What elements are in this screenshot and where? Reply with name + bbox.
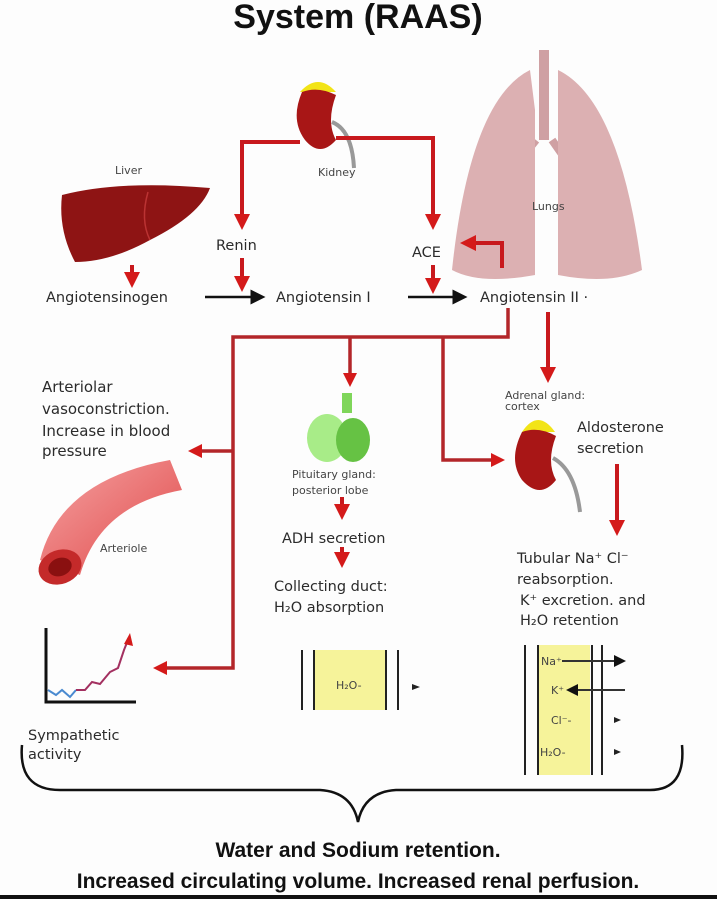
sympathetic-graph-icon <box>44 628 136 704</box>
svg-text:Increase in blood: Increase in blood <box>42 422 170 440</box>
to-adrenal-arrow <box>441 337 505 467</box>
conclusion-line-2: Increased circulating volume. Increased … <box>77 870 640 893</box>
to-sympathetic-arrow <box>153 308 510 675</box>
svg-text:secretion: secretion <box>577 441 644 457</box>
svg-text:Tubular Na⁺ Cl⁻: Tubular Na⁺ Cl⁻ <box>516 551 629 567</box>
svg-text:activity: activity <box>28 747 82 763</box>
svg-text:Arteriolar: Arteriolar <box>42 378 113 396</box>
svg-text:Pituitary gland:: Pituitary gland: <box>292 468 376 481</box>
collecting-duct-label: Collecting duct: H₂O absorption <box>274 579 388 616</box>
angiotensinogen-label: Angiotensinogen <box>46 290 168 306</box>
page-title: System (RAAS) <box>233 0 482 36</box>
ace-label: ACE <box>412 245 441 261</box>
adrenal-label: Adrenal gland: cortex <box>505 389 585 413</box>
svg-text:H₂O absorption: H₂O absorption <box>274 600 384 616</box>
svg-text:Sympathetic: Sympathetic <box>28 728 120 744</box>
aldosterone-label: Aldosterone secretion <box>577 420 664 457</box>
liver-icon <box>61 185 210 262</box>
tubule-h2o-label: H₂O- <box>540 746 566 759</box>
angiotensin-1-label: Angiotensin I <box>276 290 371 306</box>
tubule-box: Na⁺ K⁺ Cl⁻- H₂O- <box>524 645 626 775</box>
liver-label: Liver <box>115 164 142 177</box>
svg-text:reabsorption.: reabsorption. <box>517 572 614 588</box>
tubule-na-label: Na⁺ <box>541 655 562 668</box>
tubule-k-label: K⁺ <box>551 684 564 697</box>
pituitary-label: Pituitary gland: posterior lobe <box>292 468 376 497</box>
bottom-border <box>0 895 717 899</box>
lungs-to-ace-arrow <box>460 235 504 268</box>
duct-h2o-label: H₂O- <box>336 679 362 692</box>
arteriolar-text: Arteriolar vasoconstriction. Increase in… <box>42 378 170 460</box>
renin-label: Renin <box>216 238 257 254</box>
conclusion-line-1: Water and Sodium retention. <box>215 839 500 862</box>
arteriole-label: Arteriole <box>100 542 147 555</box>
pituitary-gland-icon <box>307 393 370 462</box>
kidney-icon <box>296 82 356 169</box>
lungs-label: Lungs <box>532 200 565 213</box>
sympathetic-label: Sympathetic activity <box>28 728 120 763</box>
lungs-icon <box>452 50 642 279</box>
adrenal-kidney-icon <box>515 420 582 513</box>
svg-text:K⁺ excretion. and: K⁺ excretion. and <box>520 593 646 609</box>
kidney-to-ace-arrow <box>336 136 441 230</box>
adh-secretion-label: ADH secretion <box>282 531 385 547</box>
svg-text:H₂O retention: H₂O retention <box>520 613 619 629</box>
svg-text:Aldosterone: Aldosterone <box>577 420 664 436</box>
collecting-duct-box: H₂O- <box>301 650 420 710</box>
svg-text:cortex: cortex <box>505 400 540 413</box>
kidney-to-renin-arrow <box>234 140 300 230</box>
tubule-cl-label: Cl⁻- <box>551 714 572 727</box>
svg-text:posterior lobe: posterior lobe <box>292 484 369 497</box>
svg-text:Collecting duct:: Collecting duct: <box>274 579 388 595</box>
arteriole-icon <box>38 460 182 585</box>
kidney-label: Kidney <box>318 166 356 179</box>
tubular-label: Tubular Na⁺ Cl⁻ reabsorption. K⁺ excreti… <box>516 551 646 629</box>
summary-brace <box>20 744 684 823</box>
svg-text:pressure: pressure <box>42 442 107 460</box>
svg-text:Adrenal gland:: Adrenal gland: <box>505 389 585 402</box>
angiotensin-2-label: Angiotensin II · <box>480 290 588 306</box>
svg-text:vasoconstriction.: vasoconstriction. <box>42 400 170 418</box>
